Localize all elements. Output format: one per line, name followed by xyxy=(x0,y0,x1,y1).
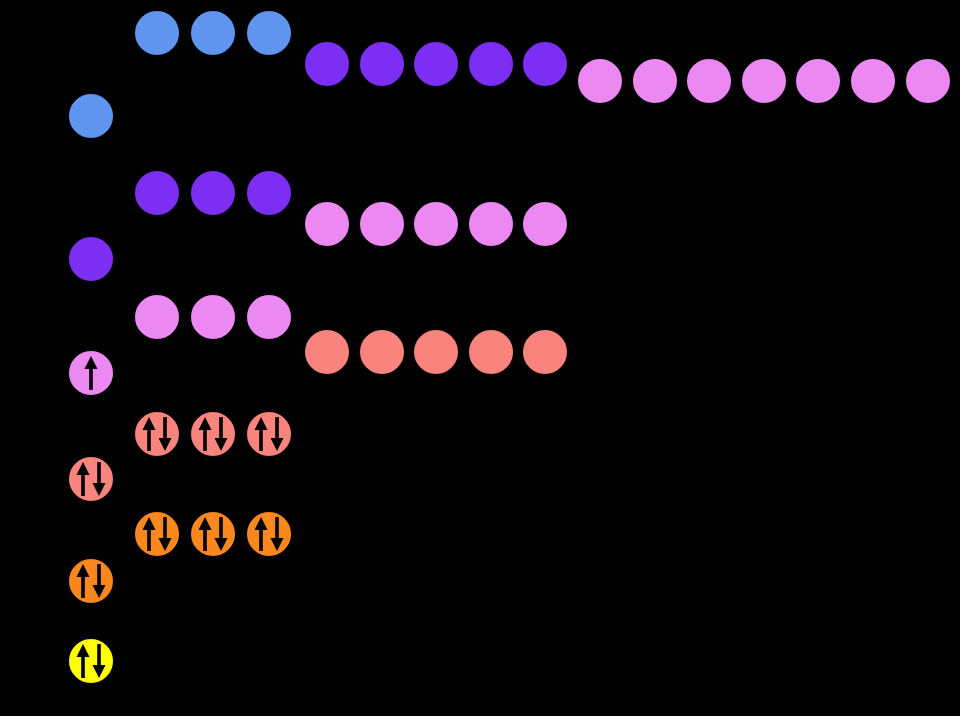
electron-down-arrow-head-2p-3 xyxy=(270,538,284,551)
orbital-circle-4d-5 xyxy=(519,198,571,250)
subshell-5d xyxy=(301,38,571,90)
orbital-circle-4f-1 xyxy=(574,55,626,107)
subshell-6p xyxy=(131,7,295,59)
electron-up-arrow-head-3p-1 xyxy=(142,417,156,430)
electron-down-arrow-head-2p-2 xyxy=(214,538,228,551)
orbital-circle-3p-2 xyxy=(187,408,239,460)
orbital-circle-4d-2 xyxy=(356,198,408,250)
orbital-circle-5p-3 xyxy=(243,167,295,219)
electron-up-arrow-head-3p-3 xyxy=(254,417,268,430)
orbital-circle-4d-4 xyxy=(465,198,517,250)
orbital-circle-4p-3 xyxy=(243,291,295,343)
electron-down-arrow-head-3s-1 xyxy=(92,483,106,496)
subshell-4f xyxy=(574,55,954,107)
orbital-circle-4f-5 xyxy=(792,55,844,107)
orbital-circle-6p-2 xyxy=(187,7,239,59)
subshell-3s xyxy=(65,453,117,505)
orbital-circle-3p-1 xyxy=(131,408,183,460)
electron-up-arrow-head-2p-2 xyxy=(198,517,212,530)
orbital-circle-2p-2 xyxy=(187,508,239,560)
orbital-circle-4p-2 xyxy=(187,291,239,343)
orbital-circle-4f-3 xyxy=(683,55,735,107)
electron-down-arrow-head-3p-1 xyxy=(158,438,172,451)
electron-down-arrow-head-3p-2 xyxy=(214,438,228,451)
orbital-circle-3d-2 xyxy=(356,326,408,378)
orbital-circle-1s-1 xyxy=(65,635,117,687)
orbital-circle-5s-1 xyxy=(65,233,117,285)
orbital-circle-2s-1 xyxy=(65,555,117,607)
subshell-1s xyxy=(65,635,117,687)
orbital-circle-3d-3 xyxy=(410,326,462,378)
orbital-circle-2p-1 xyxy=(131,508,183,560)
orbital-circle-5p-2 xyxy=(187,167,239,219)
subshell-5s xyxy=(65,233,117,285)
orbital-circle-4f-2 xyxy=(629,55,681,107)
orbital-circle-5p-1 xyxy=(131,167,183,219)
subshell-4s xyxy=(65,347,117,399)
subshell-4d xyxy=(301,198,571,250)
electron-down-arrow-head-2s-1 xyxy=(92,585,106,598)
orbital-circle-3d-4 xyxy=(465,326,517,378)
orbital-circle-3d-1 xyxy=(301,326,353,378)
orbital-circle-5d-1 xyxy=(301,38,353,90)
orbital-circle-4f-7 xyxy=(902,55,954,107)
orbital-circle-6p-3 xyxy=(243,7,295,59)
orbital-circle-6s-1 xyxy=(65,90,117,142)
electron-up-arrow-head-1s-1 xyxy=(76,644,90,657)
orbital-circle-3d-5 xyxy=(519,326,571,378)
orbital-circle-4d-3 xyxy=(410,198,462,250)
orbital-circle-4f-6 xyxy=(847,55,899,107)
electron-down-arrow-head-3p-3 xyxy=(270,438,284,451)
subshell-2p xyxy=(131,508,295,560)
subshell-3d xyxy=(301,326,571,378)
orbital-circle-5d-2 xyxy=(356,38,408,90)
orbital-circle-4f-4 xyxy=(738,55,790,107)
electron-up-arrow-head-2s-1 xyxy=(76,564,90,577)
orbital-circle-4p-1 xyxy=(131,291,183,343)
orbital-circle-4d-1 xyxy=(301,198,353,250)
electron-up-arrow-head-3s-1 xyxy=(76,462,90,475)
subshell-4p xyxy=(131,291,295,343)
orbital-circle-6p-1 xyxy=(131,7,183,59)
electron-down-arrow-head-2p-1 xyxy=(158,538,172,551)
subshell-5p xyxy=(131,167,295,219)
subshell-3p xyxy=(131,408,295,460)
subshell-6s xyxy=(65,90,117,142)
orbital-circle-3p-3 xyxy=(243,408,295,460)
subshell-2s xyxy=(65,555,117,607)
orbital-circle-5d-4 xyxy=(465,38,517,90)
orbital-circle-3s-1 xyxy=(65,453,117,505)
electron-up-arrow-head-4s-1 xyxy=(84,356,98,369)
electron-up-arrow-head-2p-3 xyxy=(254,517,268,530)
orbital-circle-5d-3 xyxy=(410,38,462,90)
orbital-circle-5d-5 xyxy=(519,38,571,90)
electron-up-arrow-head-2p-1 xyxy=(142,517,156,530)
electron-down-arrow-head-1s-1 xyxy=(92,665,106,678)
orbital-circle-2p-3 xyxy=(243,508,295,560)
electron-up-arrow-head-3p-2 xyxy=(198,417,212,430)
